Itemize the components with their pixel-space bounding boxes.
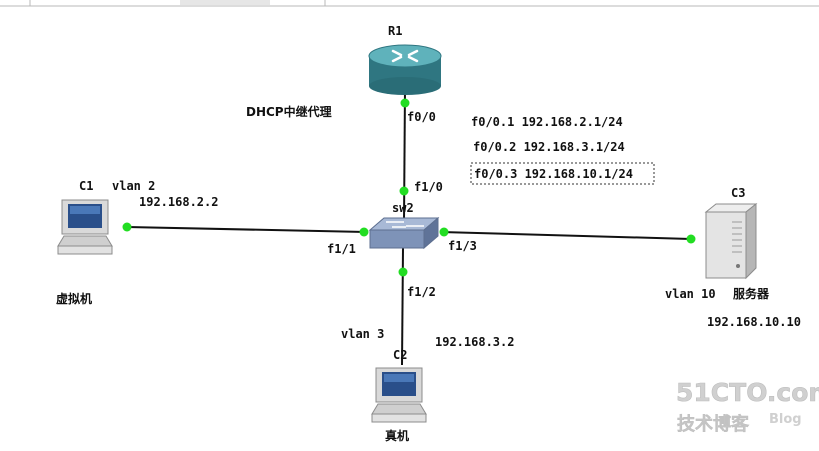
pc-c2-ip: 192.168.3.2 (435, 335, 514, 349)
port-dot-sw-f1-3 (439, 227, 449, 237)
server-c3-vlan: vlan 10 (665, 287, 716, 301)
port-dot-sw-f1-0 (399, 186, 409, 196)
pc-c1-vlan: vlan 2 (112, 179, 155, 193)
link-sw2-c2 (401, 247, 404, 366)
subinterface-label-2: f0/0.2 192.168.3.1/24 (473, 140, 625, 154)
server-c3-desc: 服务器 (733, 286, 770, 301)
port-dot-sw-f1-2 (398, 267, 408, 277)
watermark: 51CTO.com 技术博客 Blog (676, 378, 819, 436)
subinterface-selection-box (470, 162, 655, 185)
pc-c1-desc: 虚拟机 (56, 291, 92, 306)
subinterface-label-3: f0/0.3 192.168.10.1/24 (474, 167, 633, 181)
server-c3-ip: 192.168.10.10 (707, 315, 801, 329)
watermark-line1: 51CTO.com (676, 378, 819, 407)
server-c3[interactable] (704, 202, 758, 280)
pc-c2-desc: 真机 (385, 428, 409, 443)
port-label-r1-f0-0: f0/0 (407, 110, 436, 124)
port-label-sw-f1-2: f1/2 (407, 285, 436, 299)
port-label-sw-f1-0: f1/0 (414, 180, 443, 194)
port-dot-c3 (686, 234, 696, 244)
pc-icon (57, 199, 113, 255)
watermark-line2: 技术博客 (677, 413, 750, 435)
port-dot-sw-f1-1 (359, 227, 369, 237)
router-icon (368, 44, 442, 95)
port-label-sw-f1-1: f1/1 (327, 242, 356, 256)
subinterface-label-1: f0/0.1 192.168.2.1/24 (471, 115, 623, 129)
watermark-line3: Blog (769, 412, 802, 427)
link-r1-sw2 (403, 87, 406, 223)
link-c1-sw2 (125, 226, 367, 233)
link-sw2-c3 (440, 231, 692, 240)
links (125, 87, 692, 366)
port-label-sw-f1-3: f1/3 (448, 239, 477, 253)
server-icon (704, 202, 758, 280)
toolbar-strip (0, 0, 819, 7)
switch-icon (368, 216, 440, 250)
switch-name: sw2 (392, 201, 414, 215)
router-name: R1 (388, 24, 402, 38)
router-r1[interactable] (368, 44, 442, 95)
pc-c1-ip: 192.168.2.2 (139, 195, 218, 209)
server-c3-name: C3 (731, 186, 745, 200)
port-dots (122, 98, 696, 277)
pc-c1-name: C1 (79, 179, 93, 193)
port-dot-c1 (122, 222, 132, 232)
switch-sw2[interactable] (368, 216, 440, 250)
diagram-title: DHCP中继代理 (246, 104, 332, 119)
pc-icon (371, 367, 427, 423)
pc-c2-name: C2 (393, 348, 407, 362)
pc-c2-vlan: vlan 3 (341, 327, 384, 341)
port-dot-r1-f0-0 (400, 98, 410, 108)
pc-c1[interactable] (57, 199, 113, 255)
pc-c2[interactable] (371, 367, 427, 423)
